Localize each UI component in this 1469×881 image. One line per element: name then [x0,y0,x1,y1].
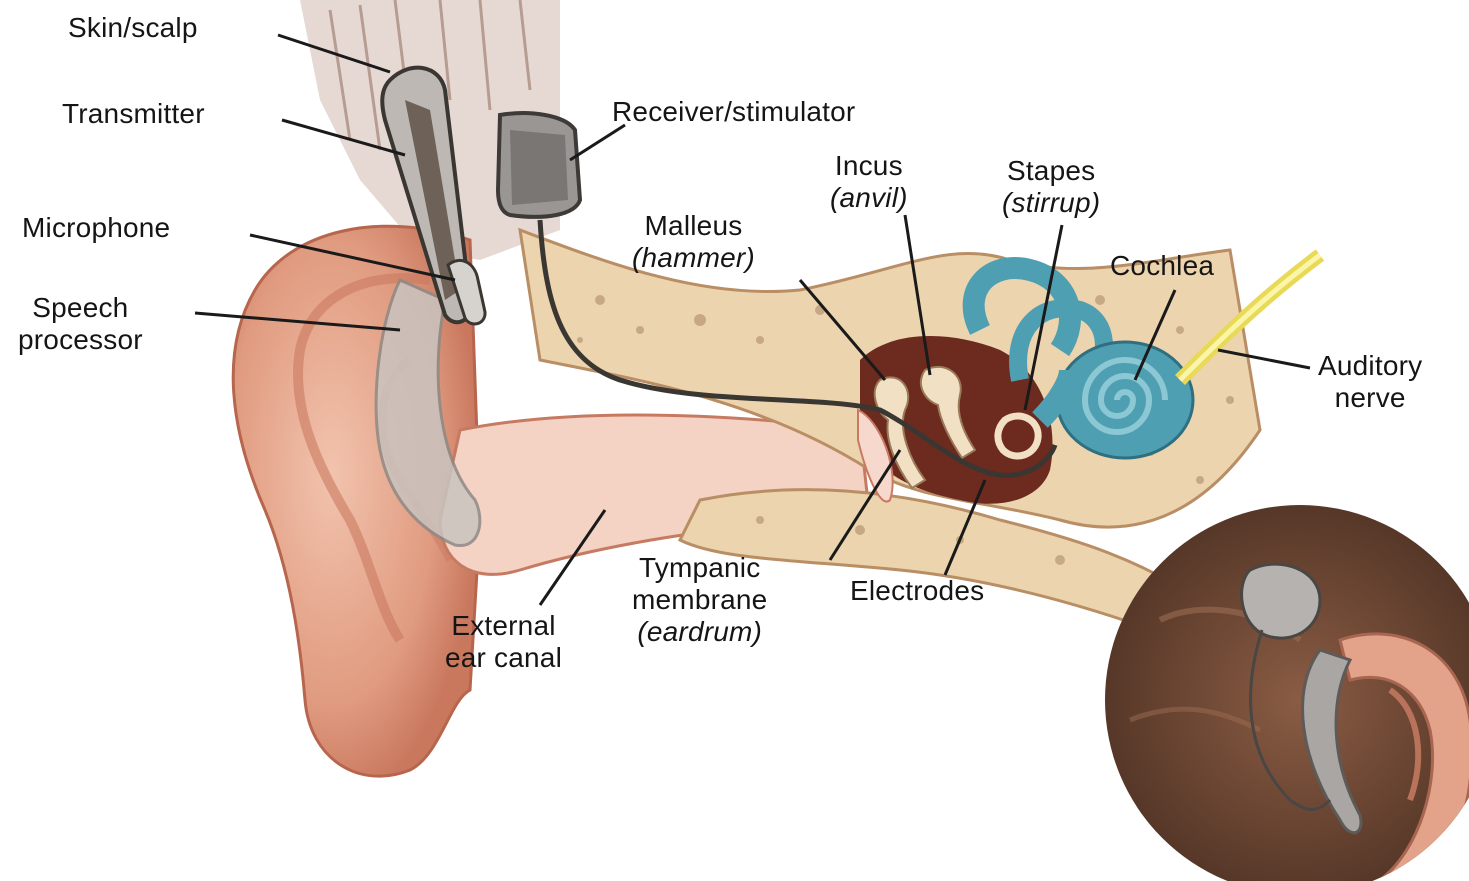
label-incus-sub: (anvil) [830,182,908,214]
label-skin-scalp: Skin/scalp [68,12,198,44]
receiver-stimulator [498,113,580,217]
label-speech-line1: Speech [18,292,143,324]
label-auditory-line2: nerve [1318,382,1422,414]
inset-photo [1105,505,1469,881]
label-external-line2: ear canal [445,642,562,674]
label-microphone: Microphone [22,212,170,244]
label-transmitter: Transmitter [62,98,205,130]
label-auditory-line1: Auditory [1318,350,1422,382]
label-speech-line2: processor [18,324,143,356]
label-tympanic-line1: Tympanic [632,552,767,584]
label-incus-name: Incus [830,150,908,182]
label-malleus: Malleus (hammer) [632,210,755,274]
label-cochlea: Cochlea [1110,250,1214,282]
label-tympanic-membrane: Tympanic membrane (eardrum) [632,552,767,648]
label-external-ear-canal: External ear canal [445,610,562,674]
label-receiver-stimulator: Receiver/stimulator [612,96,855,128]
label-tympanic-sub: (eardrum) [632,616,767,648]
label-electrodes: Electrodes [850,575,984,607]
label-malleus-sub: (hammer) [632,242,755,274]
label-stapes: Stapes (stirrup) [1002,155,1100,219]
label-malleus-name: Malleus [632,210,755,242]
label-speech-processor: Speech processor [18,292,143,356]
label-tympanic-line2: membrane [632,584,767,616]
label-stapes-sub: (stirrup) [1002,187,1100,219]
label-auditory-nerve: Auditory nerve [1318,350,1422,414]
label-external-line1: External [445,610,562,642]
label-incus: Incus (anvil) [830,150,908,214]
label-stapes-name: Stapes [1002,155,1100,187]
